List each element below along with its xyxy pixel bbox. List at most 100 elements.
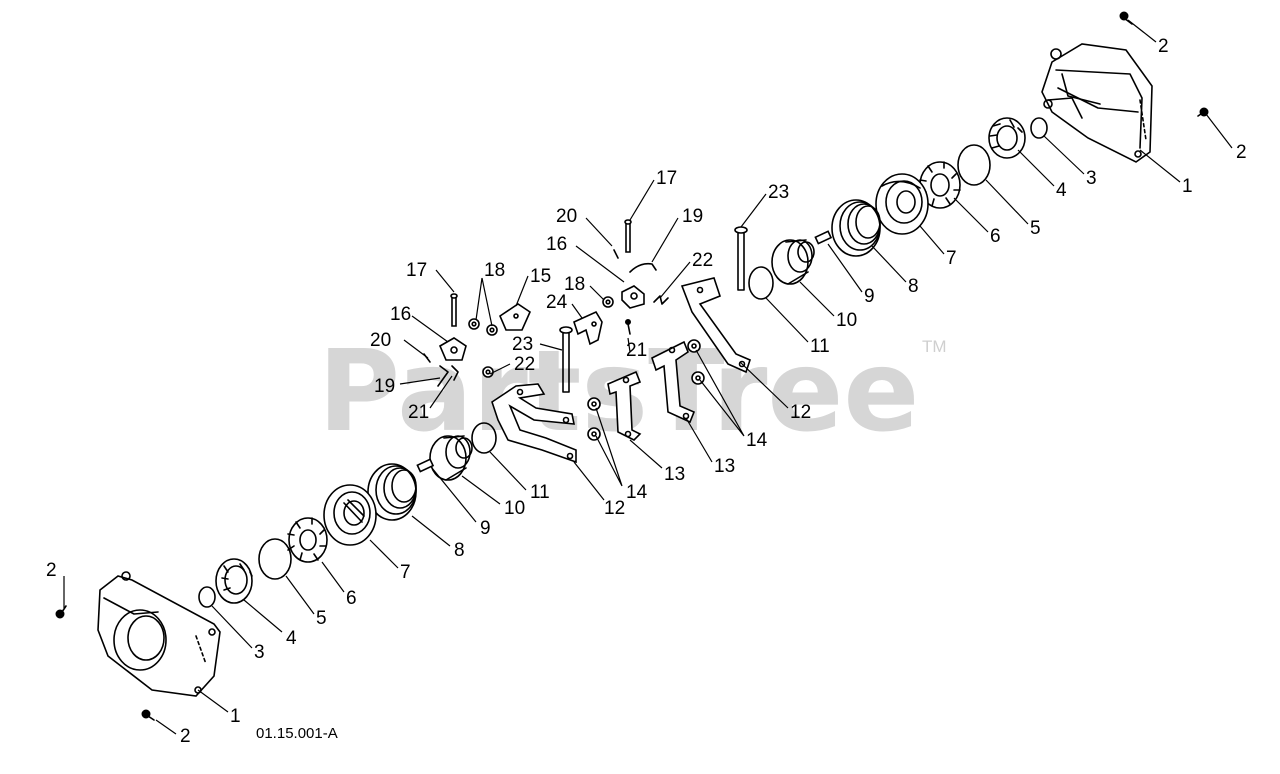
part-pin-right[interactable]	[814, 230, 833, 245]
part-lever-top[interactable]	[573, 310, 603, 346]
part-spring-left[interactable]	[437, 365, 449, 387]
callout-2: 2	[1236, 142, 1247, 163]
part-bracket-left[interactable]	[491, 383, 577, 464]
part-housing-left[interactable]	[97, 571, 221, 697]
callout-7: 7	[400, 562, 411, 583]
callout-23: 23	[512, 334, 533, 355]
part-screw-left-side[interactable]	[55, 605, 67, 619]
callout-1: 1	[230, 706, 241, 727]
callout-21: 21	[626, 340, 647, 361]
callout-13: 13	[664, 464, 685, 485]
callout-23: 23	[768, 182, 789, 203]
part-hub-right[interactable]	[771, 239, 815, 285]
part-coil-right[interactable]	[831, 199, 881, 257]
part-snap-ring-right[interactable]	[1030, 117, 1048, 139]
part-screw-left-bottom[interactable]	[141, 709, 155, 721]
part-hub-left[interactable]	[429, 435, 473, 481]
callout-3: 3	[254, 642, 265, 663]
callout-3: 3	[1086, 168, 1097, 189]
callout-numbers: 2 2 1 3 4 5 6 7 8 9 10 11 12 13 14 23 17…	[46, 36, 1247, 747]
part-bracket-right[interactable]	[680, 277, 751, 374]
callout-12: 12	[790, 402, 811, 423]
part-coil-left[interactable]	[367, 463, 417, 521]
callout-10: 10	[504, 498, 525, 519]
part-pin-left[interactable]	[450, 293, 458, 327]
part-cotter-top[interactable]	[613, 249, 619, 259]
callout-4: 4	[1056, 180, 1067, 201]
part-nut-center-a[interactable]	[587, 397, 601, 411]
callout-8: 8	[454, 540, 465, 561]
callout-1: 1	[1182, 176, 1193, 197]
part-bracket-center-left[interactable]	[607, 370, 642, 441]
part-snap-ring-left[interactable]	[198, 586, 216, 608]
part-rod-left[interactable]	[559, 326, 573, 393]
callout-18: 18	[484, 260, 505, 281]
part-pin-top[interactable]	[624, 219, 632, 253]
part-washer-right[interactable]	[748, 266, 774, 300]
callout-16: 16	[390, 304, 411, 325]
callout-8: 8	[908, 276, 919, 297]
leader-lines	[63, 19, 1233, 735]
callout-20: 20	[556, 206, 577, 227]
callout-2: 2	[46, 560, 57, 581]
part-bearing-plate-right[interactable]	[875, 173, 929, 235]
callout-11: 11	[810, 336, 830, 357]
callout-7: 7	[946, 248, 957, 269]
callout-19: 19	[374, 376, 395, 397]
part-lever-left[interactable]	[499, 303, 532, 331]
callout-19: 19	[682, 206, 703, 227]
part-spring-clip-left[interactable]	[451, 365, 459, 381]
part-link-top[interactable]	[621, 285, 645, 309]
part-spring-top[interactable]	[629, 262, 657, 273]
callout-17: 17	[656, 168, 677, 189]
part-nut-right-a[interactable]	[687, 339, 701, 353]
callout-5: 5	[1030, 218, 1041, 239]
part-o-ring-right[interactable]	[957, 144, 991, 186]
part-nut-center-b[interactable]	[587, 427, 601, 441]
part-nut-left-c[interactable]	[482, 366, 494, 378]
callout-14: 14	[626, 482, 648, 503]
part-spring-clip-top[interactable]	[653, 295, 669, 305]
callout-2: 2	[1158, 36, 1169, 57]
callout-10: 10	[836, 310, 857, 331]
callout-24: 24	[546, 292, 568, 313]
callout-22: 22	[514, 354, 535, 375]
part-clutch-drum-left[interactable]	[215, 558, 253, 604]
callout-5: 5	[316, 608, 327, 629]
part-bearing-plate-left[interactable]	[323, 484, 377, 546]
callout-18: 18	[564, 274, 585, 295]
callout-9: 9	[480, 518, 491, 539]
part-housing-right[interactable]	[1041, 43, 1153, 163]
part-bracket-center-right[interactable]	[651, 340, 696, 424]
callout-6: 6	[346, 588, 357, 609]
callout-14: 14	[746, 430, 768, 451]
part-clutch-drum-right[interactable]	[988, 117, 1026, 159]
callout-16: 16	[546, 234, 567, 255]
part-rod-right[interactable]	[734, 226, 748, 291]
part-nut-left-a[interactable]	[468, 318, 480, 330]
callout-17: 17	[406, 260, 427, 281]
part-screw-top[interactable]	[625, 319, 631, 335]
part-spring-washer-left[interactable]	[287, 517, 328, 563]
part-o-ring-left[interactable]	[258, 538, 292, 580]
part-spring-washer-right[interactable]	[919, 161, 961, 209]
callout-15: 15	[530, 266, 551, 287]
callout-22: 22	[692, 250, 713, 271]
callout-13: 13	[714, 456, 735, 477]
callout-11: 11	[530, 482, 550, 503]
callout-4: 4	[286, 628, 297, 649]
part-washer-left[interactable]	[471, 422, 497, 454]
part-nut-right-b[interactable]	[691, 371, 705, 385]
callout-9: 9	[864, 286, 875, 307]
part-link-left[interactable]	[438, 337, 467, 361]
callout-6: 6	[990, 226, 1001, 247]
part-nut-top[interactable]	[602, 296, 614, 308]
part-screw-right-top[interactable]	[1119, 11, 1133, 25]
watermark-trademark: TM	[922, 337, 947, 356]
callout-2: 2	[180, 726, 191, 747]
part-nut-left-b[interactable]	[486, 324, 498, 336]
part-pin-left-small[interactable]	[416, 458, 435, 473]
callout-21: 21	[408, 402, 429, 423]
